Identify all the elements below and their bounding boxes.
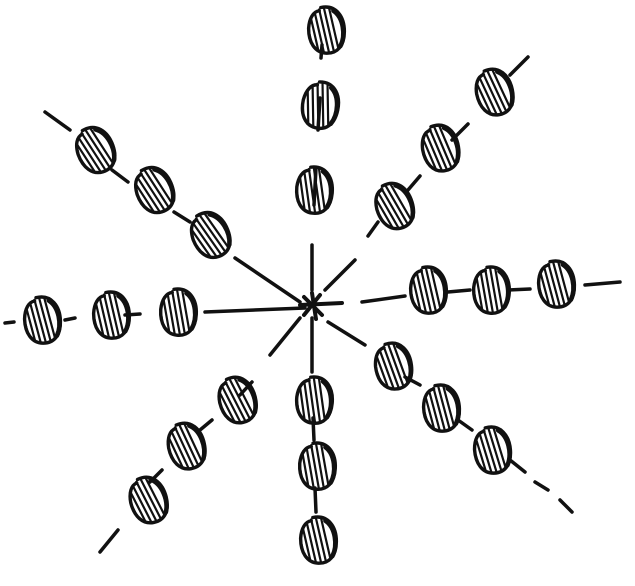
spoke-segment bbox=[508, 55, 530, 77]
spoke-segment bbox=[198, 418, 214, 432]
bead bbox=[90, 290, 132, 341]
spoke-segment bbox=[203, 306, 307, 314]
spoke-right bbox=[360, 280, 622, 304]
bead bbox=[162, 421, 207, 474]
spoke-segment bbox=[313, 486, 318, 514]
spoke-down-right bbox=[326, 320, 574, 514]
bead bbox=[297, 515, 339, 566]
spoke-segment bbox=[98, 528, 120, 554]
bead bbox=[370, 341, 414, 393]
spoke-segment bbox=[326, 320, 367, 347]
spoke-segment bbox=[268, 316, 302, 357]
spoke-segment bbox=[360, 294, 407, 304]
bead bbox=[212, 375, 258, 428]
spoke-segment bbox=[3, 320, 16, 325]
spoke-segment bbox=[533, 480, 550, 492]
bead bbox=[470, 425, 513, 477]
spoke-segment bbox=[403, 375, 422, 387]
spoke-segment bbox=[63, 316, 77, 322]
bead bbox=[298, 441, 337, 491]
center-mark-stroke bbox=[298, 301, 344, 307]
bead bbox=[305, 5, 347, 56]
bead bbox=[21, 295, 63, 346]
bead bbox=[535, 259, 577, 310]
spoke-segment bbox=[508, 458, 527, 474]
bead bbox=[159, 287, 198, 337]
spoke-segment bbox=[233, 256, 302, 304]
spoke-segment bbox=[583, 280, 622, 287]
bead bbox=[416, 123, 461, 176]
spoke-up-left bbox=[43, 110, 302, 304]
spoke-segment bbox=[172, 210, 192, 224]
bead bbox=[472, 265, 511, 315]
bead bbox=[300, 80, 341, 131]
bead bbox=[183, 210, 232, 264]
bead bbox=[128, 165, 176, 219]
spoke-segment bbox=[446, 288, 472, 294]
spoke-segment bbox=[43, 110, 72, 132]
spoke-segment bbox=[323, 258, 357, 292]
spoke-segment bbox=[456, 418, 474, 432]
spoke-segment bbox=[406, 174, 422, 192]
spoke-segment bbox=[366, 220, 380, 238]
spoke-segment bbox=[506, 287, 532, 292]
spoke-segment bbox=[110, 168, 130, 184]
beads bbox=[21, 5, 577, 566]
center-mark-stroke bbox=[302, 293, 322, 317]
bead bbox=[407, 265, 449, 316]
bead bbox=[420, 383, 462, 434]
spoke-segment bbox=[558, 498, 574, 514]
bead bbox=[294, 165, 334, 215]
bead bbox=[294, 375, 334, 425]
bead bbox=[123, 475, 169, 528]
